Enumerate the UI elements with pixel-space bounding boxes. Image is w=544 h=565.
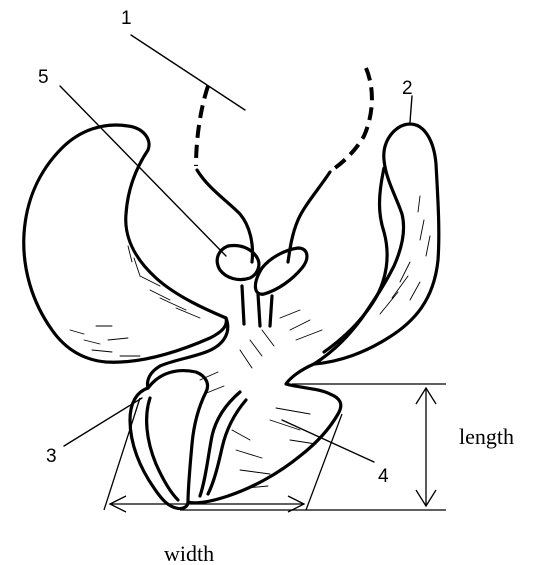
anther-right: [255, 248, 307, 294]
label-part-1: 1: [121, 8, 132, 29]
label-part-3: 3: [46, 446, 57, 467]
lip-left-edge: [148, 371, 208, 502]
right-petal-inner-edge: [324, 168, 387, 352]
leader-1: [131, 35, 245, 110]
lip-ridge: [200, 392, 240, 496]
lip-ridge-inner: [208, 400, 246, 494]
label-part-2: 2: [402, 78, 413, 99]
left-narrow-petal: [130, 388, 188, 509]
label-length: length: [459, 424, 514, 449]
label-part-5: 5: [38, 67, 49, 88]
right-petal: [314, 124, 439, 364]
left-dashed-stalk: [196, 86, 208, 166]
leader-2: [410, 96, 412, 122]
right-dashed-stalk: [332, 68, 372, 170]
label-width: width: [164, 541, 214, 565]
label-part-4: 4: [378, 466, 389, 487]
width-right-ext: [306, 414, 342, 510]
left-petal: [24, 125, 227, 362]
central-column: [148, 318, 341, 503]
